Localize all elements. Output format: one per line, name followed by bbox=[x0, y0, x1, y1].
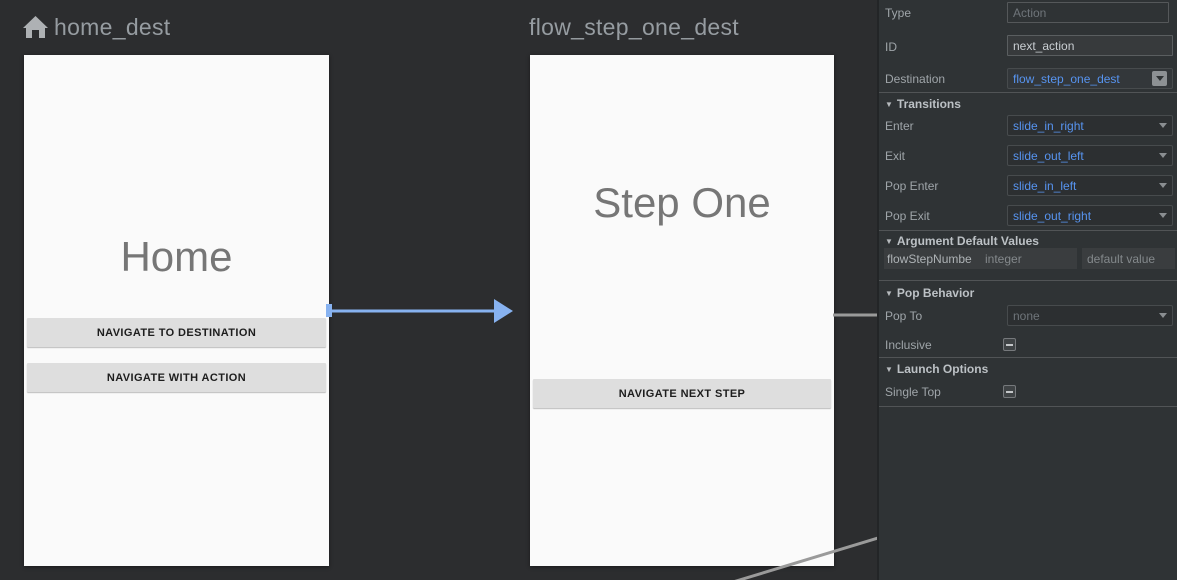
collapse-triangle-icon: ▼ bbox=[885, 289, 893, 298]
id-input[interactable] bbox=[1007, 35, 1173, 56]
pop-enter-transition-value: slide_in_left bbox=[1013, 178, 1077, 193]
chevron-down-icon[interactable] bbox=[1159, 123, 1167, 128]
argument-defaults-section-header[interactable]: ▼Argument Default Values bbox=[885, 234, 1039, 248]
destination-preview-flow-step-one[interactable]: Step One NAVIGATE NEXT STEP bbox=[530, 55, 834, 566]
enter-transition-dropdown[interactable]: slide_in_right bbox=[1007, 115, 1173, 136]
exit-transition-value: slide_out_left bbox=[1013, 148, 1084, 163]
type-input[interactable] bbox=[1007, 2, 1169, 23]
navigate-to-destination-button[interactable]: NAVIGATE TO DESTINATION bbox=[27, 318, 326, 347]
pop-to-value: none bbox=[1013, 308, 1040, 323]
screen-title-step-one: Step One bbox=[593, 179, 771, 226]
exit-transition-dropdown[interactable]: slide_out_left bbox=[1007, 145, 1173, 166]
transitions-title: Transitions bbox=[896, 97, 961, 111]
destination-preview-home[interactable]: Home NAVIGATE TO DESTINATION NAVIGATE WI… bbox=[24, 55, 329, 566]
pop-to-dropdown[interactable]: none bbox=[1007, 305, 1173, 326]
properties-panel: Type ID Destination flow_step_one_dest ▼… bbox=[877, 0, 1177, 580]
pop-to-label: Pop To bbox=[885, 309, 923, 323]
chevron-down-icon[interactable] bbox=[1159, 183, 1167, 188]
collapse-triangle-icon: ▼ bbox=[885, 237, 893, 246]
exit-label: Exit bbox=[885, 149, 906, 163]
pop-behavior-title: Pop Behavior bbox=[896, 286, 975, 300]
launch-options-section-header[interactable]: ▼Launch Options bbox=[885, 362, 988, 376]
chevron-down-icon[interactable] bbox=[1159, 153, 1167, 158]
nav-graph-canvas[interactable]: home_dest Home NAVIGATE TO DESTINATION N… bbox=[0, 0, 877, 580]
collapse-triangle-icon: ▼ bbox=[885, 365, 893, 374]
argument-name-cell[interactable]: flowStepNumbe bbox=[884, 248, 982, 269]
navigate-next-step-button[interactable]: NAVIGATE NEXT STEP bbox=[533, 379, 831, 408]
section-divider bbox=[879, 357, 1177, 358]
argument-type-cell[interactable]: integer bbox=[982, 248, 1077, 269]
pop-exit-label: Pop Exit bbox=[885, 209, 930, 223]
chevron-down-icon[interactable] bbox=[1159, 213, 1167, 218]
transitions-section-header[interactable]: ▼Transitions bbox=[885, 97, 961, 111]
enter-label: Enter bbox=[885, 119, 914, 133]
pop-behavior-section-header[interactable]: ▼Pop Behavior bbox=[885, 286, 974, 300]
indeterminate-dash-icon bbox=[1006, 390, 1013, 393]
single-top-label: Single Top bbox=[885, 385, 941, 399]
pop-enter-label: Pop Enter bbox=[885, 179, 939, 193]
destination-dropdown[interactable]: flow_step_one_dest bbox=[1007, 68, 1173, 89]
destination-header-flow-step-one[interactable]: flow_step_one_dest bbox=[529, 12, 739, 42]
chevron-down-icon[interactable] bbox=[1152, 71, 1167, 86]
launch-options-title: Launch Options bbox=[896, 362, 989, 376]
enter-transition-value: slide_in_right bbox=[1013, 118, 1084, 133]
section-divider bbox=[879, 280, 1177, 281]
section-divider bbox=[879, 406, 1177, 407]
screen-title-home: Home bbox=[120, 233, 233, 280]
destination-label: Destination bbox=[885, 72, 946, 86]
action-arrow-home-to-step-one bbox=[326, 299, 513, 323]
home-icon bbox=[23, 16, 48, 38]
section-divider bbox=[879, 230, 1177, 231]
navigate-with-action-button[interactable]: NAVIGATE WITH ACTION bbox=[27, 363, 326, 392]
destination-header-home[interactable]: home_dest bbox=[22, 12, 171, 42]
destination-value: flow_step_one_dest bbox=[1013, 71, 1120, 86]
collapse-triangle-icon: ▼ bbox=[885, 100, 893, 109]
indeterminate-dash-icon bbox=[1006, 343, 1013, 346]
single-top-checkbox[interactable] bbox=[1003, 385, 1016, 398]
pop-enter-transition-dropdown[interactable]: slide_in_left bbox=[1007, 175, 1173, 196]
argument-defaults-title: Argument Default Values bbox=[896, 234, 1039, 248]
id-label: ID bbox=[885, 40, 897, 54]
destination-title-flow-step-one[interactable]: flow_step_one_dest bbox=[529, 13, 739, 40]
section-divider bbox=[879, 92, 1177, 93]
pop-exit-transition-dropdown[interactable]: slide_out_right bbox=[1007, 205, 1173, 226]
chevron-down-icon[interactable] bbox=[1159, 313, 1167, 318]
type-label: Type bbox=[885, 6, 912, 20]
inclusive-checkbox[interactable] bbox=[1003, 338, 1016, 351]
destination-title-home[interactable]: home_dest bbox=[54, 13, 171, 40]
pop-exit-transition-value: slide_out_right bbox=[1013, 208, 1092, 223]
inclusive-label: Inclusive bbox=[885, 338, 932, 352]
argument-default-value-input[interactable] bbox=[1082, 248, 1175, 269]
